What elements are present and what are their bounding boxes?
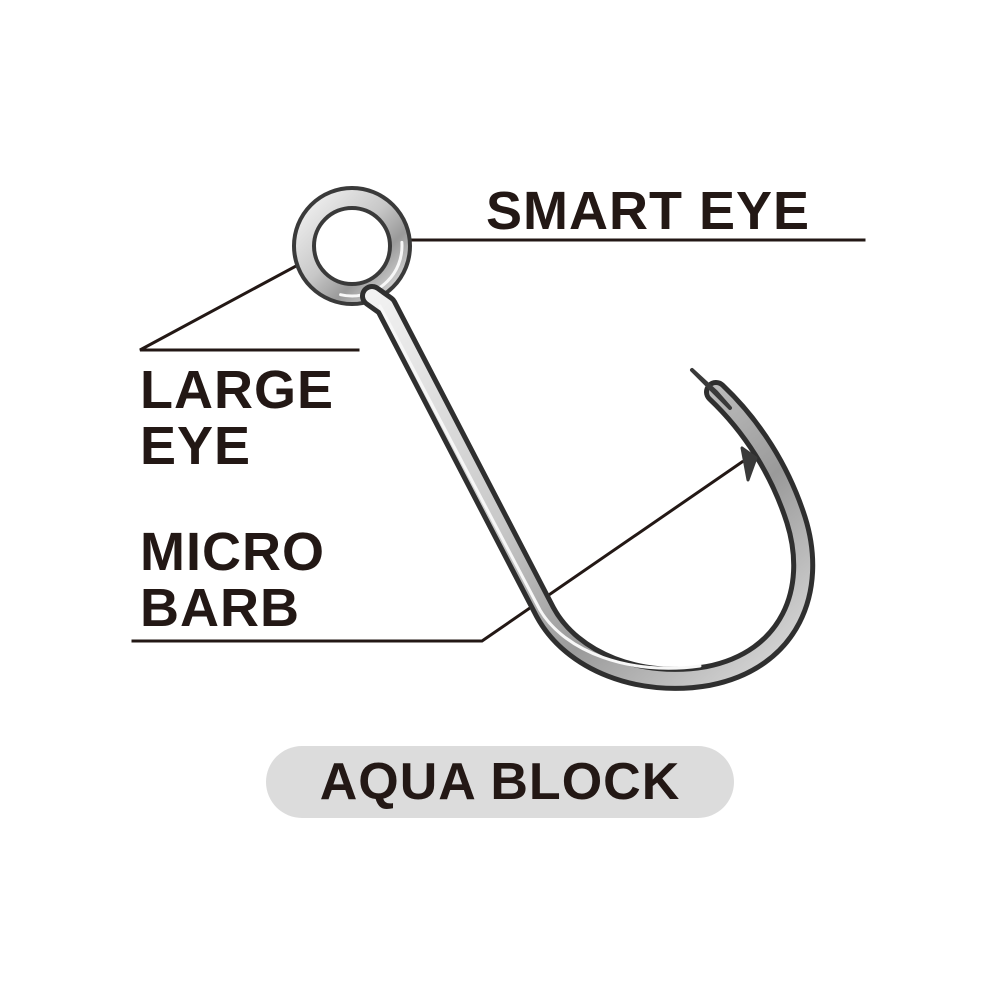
hook-body-outline [360,284,816,691]
hook-barb [740,446,758,482]
hook-body [365,289,811,686]
hook-point [690,368,732,410]
label-large-eye-line-2: EYE [140,416,252,476]
label-large-eye: LARGE EYE [140,362,334,474]
badge-text: AQUA BLOCK [319,753,681,811]
leader-line-micro-barb [131,459,745,643]
label-micro-barb-line-1: MICRO [140,522,325,582]
label-micro-barb-line-2: BARB [140,578,300,638]
label-smart-eye: SMART EYE [486,181,811,241]
leader-lines [131,238,866,643]
hook-eye-ring-highlight [300,194,404,298]
badge-background [266,746,734,818]
fishing-hook-icon [292,186,816,691]
hook-eye-ring [296,190,408,302]
label-micro-barb: MICRO BARB [140,524,325,636]
leader-line-large-eye [139,263,360,352]
hook-body-highlight [378,304,702,670]
aqua-block-badge: AQUA BLOCK [266,746,734,818]
label-large-eye-line-1: LARGE [140,360,334,420]
